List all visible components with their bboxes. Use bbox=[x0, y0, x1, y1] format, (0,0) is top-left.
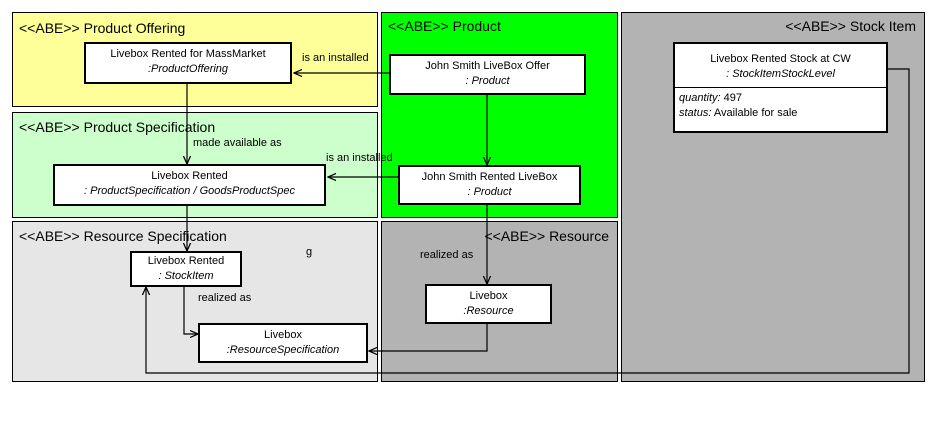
label-is-installed-offering: is an installed bbox=[302, 52, 369, 64]
box-resource-specification[interactable]: Livebox :ResourceSpecification bbox=[198, 323, 368, 363]
panel-title-product: <<ABE>> Product bbox=[388, 18, 501, 34]
box-rented-product-name: John Smith Rented LiveBox bbox=[421, 171, 558, 183]
stock-level-quantity-key: quantity: bbox=[679, 92, 721, 104]
box-resource-specification-type: :ResourceSpecification bbox=[226, 344, 340, 356]
box-offer-product-type: : Product bbox=[465, 75, 510, 87]
stock-level-quantity-value: 497 bbox=[720, 92, 743, 104]
box-resource-name: Livebox bbox=[469, 290, 508, 302]
box-product-specification-type: : ProductSpecification / GoodsProductSpe… bbox=[84, 185, 295, 197]
stock-level-status-key: status: bbox=[679, 107, 712, 119]
box-stock-item[interactable]: Livebox Rented : StockItem bbox=[130, 251, 242, 287]
panel-title-product-offering: <<ABE>> Product Offering bbox=[19, 20, 186, 36]
panel-title-stock-item: <<ABE>> Stock Item bbox=[785, 18, 916, 34]
box-product-offering-type: :ProductOffering bbox=[147, 63, 229, 75]
connector-realized-resource-spec bbox=[183, 285, 198, 334]
label-made-available-as: made available as bbox=[193, 137, 282, 149]
box-product-specification-name: Livebox Rented bbox=[151, 170, 228, 182]
connector-stocklevel-to-stockitem bbox=[146, 68, 910, 374]
box-product-offering[interactable]: Livebox Rented for MassMarket :ProductOf… bbox=[84, 42, 292, 84]
panel-title-resource-specification: <<ABE>> Resource Specification bbox=[19, 228, 227, 244]
box-resource-specification-name: Livebox bbox=[264, 329, 302, 341]
box-offer-product-name: John Smith LiveBox Offer bbox=[425, 60, 550, 72]
stock-level-status: status: Available for sale bbox=[679, 106, 882, 121]
panel-product-offering: <<ABE>> Product Offering bbox=[12, 12, 378, 107]
box-stock-level-type: : StockItemStockLevel bbox=[726, 68, 835, 80]
box-resource-type: :Resource bbox=[463, 305, 514, 317]
box-stock-level-name: Livebox Rented Stock at CW bbox=[710, 53, 851, 65]
stock-level-status-value: Available for sale bbox=[711, 107, 798, 119]
box-rented-product-type: : Product bbox=[467, 186, 512, 198]
label-stray-g: g bbox=[306, 246, 313, 258]
label-realized-as-resource-spec: realized as bbox=[198, 292, 252, 304]
label-is-installed-spec: is an installed bbox=[326, 152, 393, 164]
box-rented-product[interactable]: John Smith Rented LiveBox : Product bbox=[398, 165, 581, 205]
box-stock-level-attributes: quantity: 497 status: Available for sale bbox=[675, 87, 886, 124]
box-stock-item-type: : StockItem bbox=[158, 270, 214, 282]
connector-resource-to-spec bbox=[369, 324, 488, 351]
label-realized-as-resource: realized as bbox=[420, 249, 474, 261]
box-resource[interactable]: Livebox :Resource bbox=[425, 284, 552, 324]
stock-level-quantity: quantity: 497 bbox=[679, 91, 882, 106]
box-stock-level[interactable]: Livebox Rented Stock at CW : StockItemSt… bbox=[673, 42, 888, 133]
box-offer-product[interactable]: John Smith LiveBox Offer : Product bbox=[389, 54, 586, 95]
panel-title-resource: <<ABE>> Resource bbox=[484, 228, 609, 244]
box-stock-item-name: Livebox Rented bbox=[147, 255, 225, 267]
box-product-offering-name: Livebox Rented for MassMarket bbox=[110, 48, 266, 60]
panel-title-product-specification: <<ABE>> Product Specification bbox=[19, 119, 216, 135]
box-product-specification[interactable]: Livebox Rented : ProductSpecification / … bbox=[53, 164, 326, 206]
